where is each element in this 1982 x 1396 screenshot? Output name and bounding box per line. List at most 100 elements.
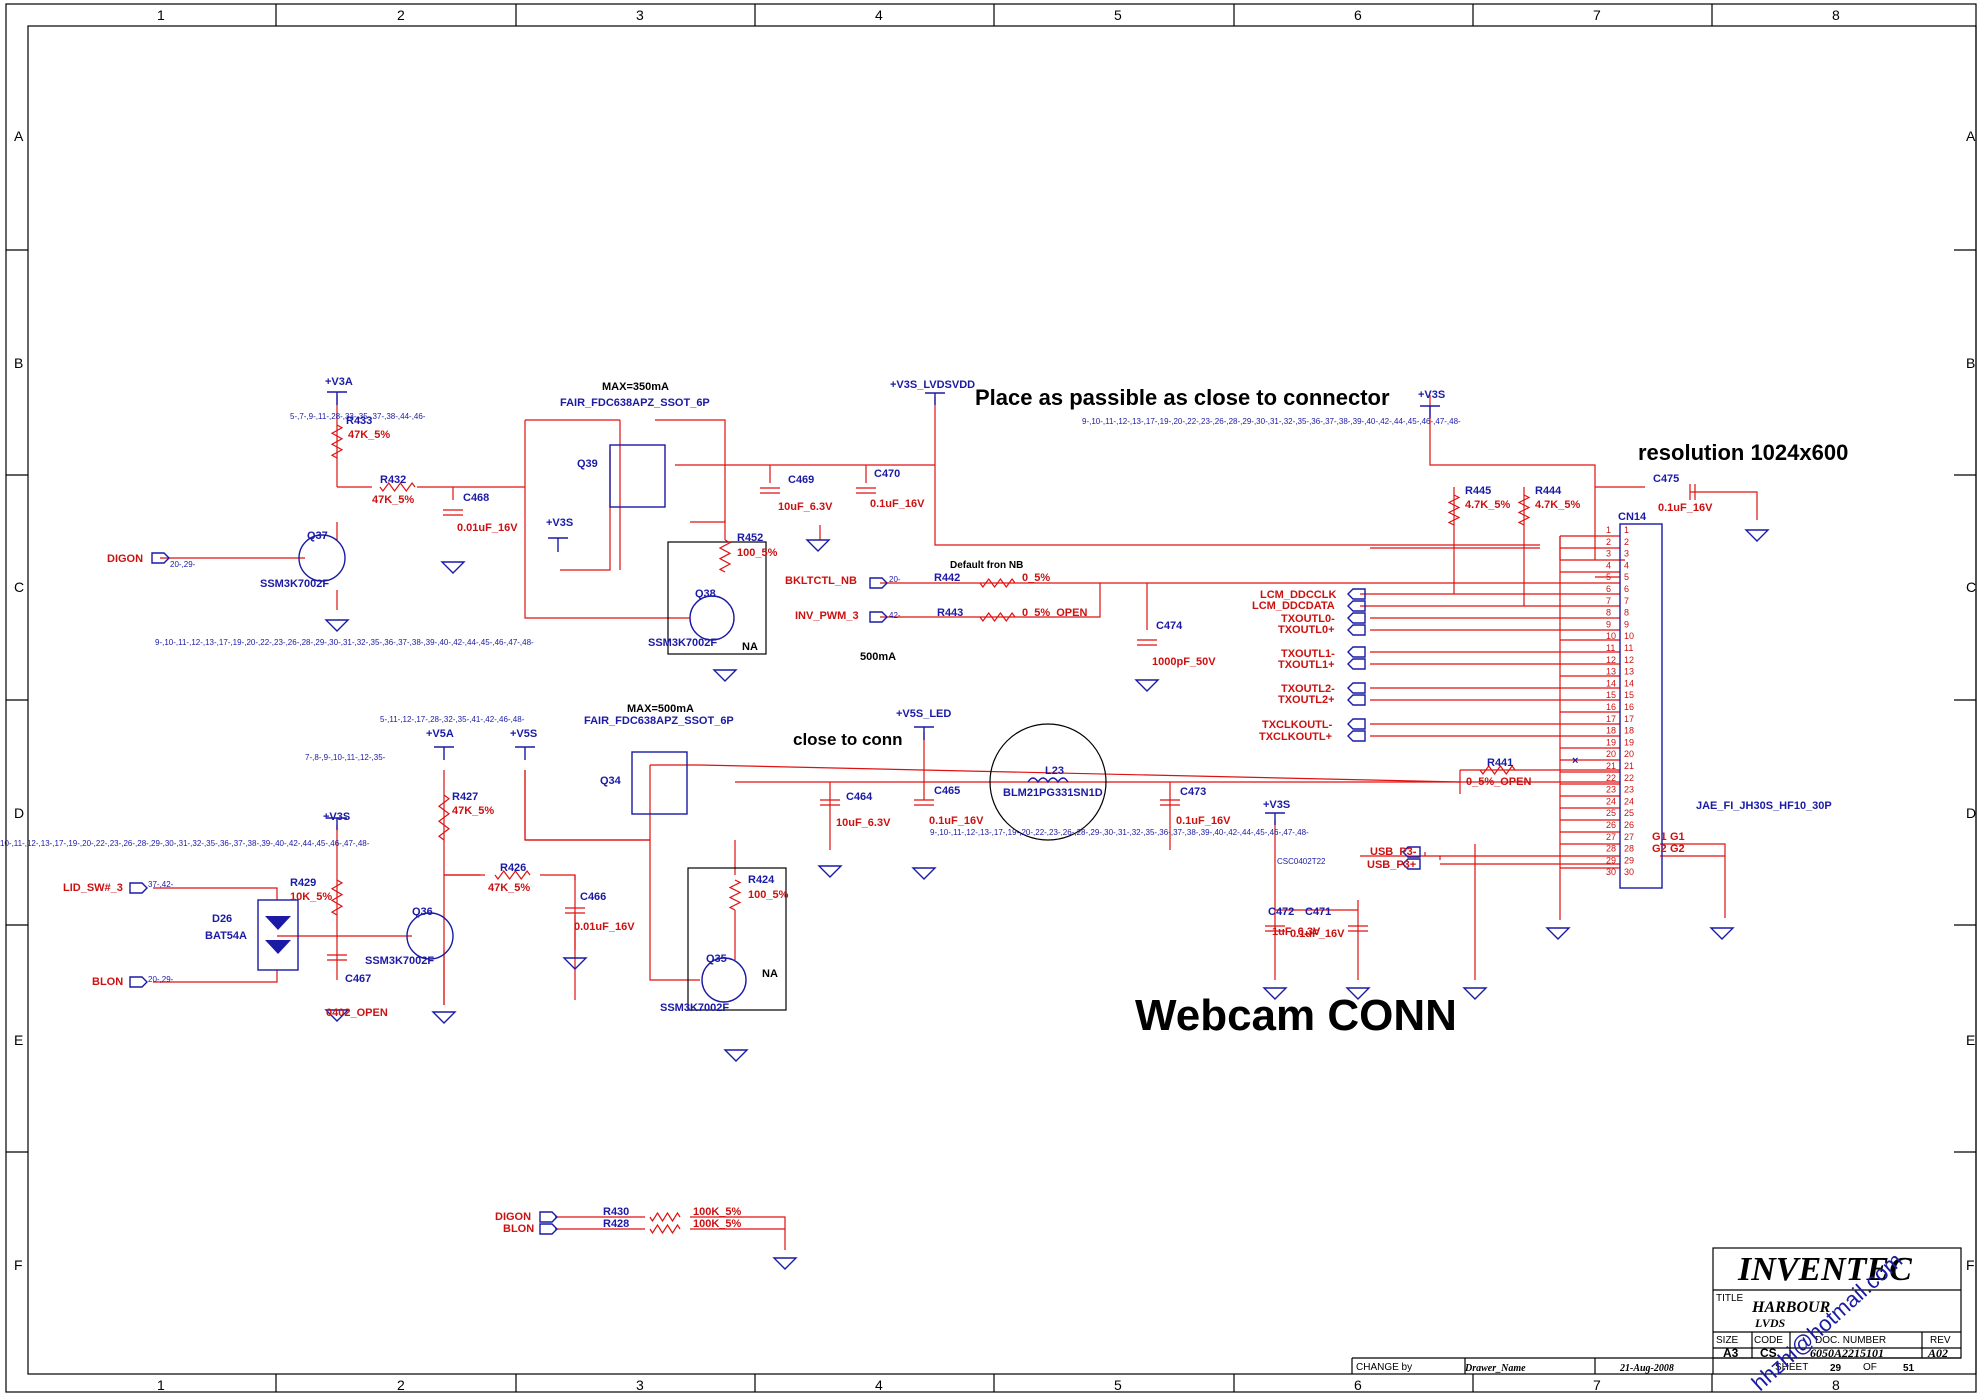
part-value: 4.7K_5% xyxy=(1535,499,1580,511)
part-value: 47K_5% xyxy=(372,494,414,506)
resistor-icon xyxy=(330,879,344,916)
ground-icon xyxy=(324,619,350,632)
cn14-pin-number: 5 xyxy=(1624,572,1629,582)
part-ref: R427 xyxy=(452,791,478,803)
drawer-value: Drawer_Name xyxy=(1464,1363,1526,1374)
size-label: SIZE xyxy=(1716,1335,1739,1346)
offpage-connector-icon xyxy=(1402,858,1421,870)
offpage-connector-icon xyxy=(1347,588,1366,600)
power-label: +V5A xyxy=(426,728,454,740)
row-label: F xyxy=(1966,1257,1975,1273)
q35-na-box xyxy=(687,867,787,1011)
col-label: 3 xyxy=(636,7,644,23)
part-value: 0.1uF_16V xyxy=(1176,815,1231,827)
offpage-connector-icon xyxy=(539,1223,558,1235)
resistor-icon xyxy=(438,794,450,841)
code-label: CODE xyxy=(1754,1335,1783,1346)
part-value: 10uF_6.3V xyxy=(778,501,833,513)
part-ref: Q34 xyxy=(600,775,622,787)
part-ref: C466 xyxy=(580,891,606,903)
power-pin-v5a xyxy=(434,746,454,760)
rev-label: REV xyxy=(1930,1335,1951,1346)
net-txclk-minus: TXCLKOUTL- xyxy=(1262,719,1333,731)
cn14-pin-number: 24 xyxy=(1606,796,1616,806)
cn14-pin-number: 29 xyxy=(1624,855,1634,865)
ground-icon xyxy=(1262,987,1288,1000)
xref: 42- xyxy=(889,611,901,620)
cn14-pin-number: 9 xyxy=(1624,619,1629,629)
note-500ma: 500mA xyxy=(860,651,896,663)
part-ref: R442 xyxy=(934,572,960,584)
part-ref: C465 xyxy=(934,785,960,797)
part-value: SSM3K7002F xyxy=(648,637,717,649)
sheet-value: 29 xyxy=(1830,1363,1842,1374)
part-ref: R426 xyxy=(500,862,526,874)
part-ref: C467 xyxy=(345,973,371,985)
col-label: 6 xyxy=(1354,7,1362,23)
diode-icon xyxy=(265,940,291,954)
cn14-pin-number: 21 xyxy=(1624,761,1634,771)
cn14-pin-number: 21 xyxy=(1606,761,1616,771)
cn14-pin-number: 27 xyxy=(1624,832,1634,842)
cn14-pin-number: 16 xyxy=(1606,702,1616,712)
cn14-pin-number: 14 xyxy=(1624,678,1634,688)
code-value: CS xyxy=(1760,1346,1777,1360)
part-ref: C471 xyxy=(1305,906,1331,918)
q38-symbol xyxy=(689,595,735,641)
cn14-pin-number: 12 xyxy=(1606,655,1616,665)
resistor-icon xyxy=(718,539,732,573)
offpage-connector-icon xyxy=(539,1211,558,1223)
cn14-pin-number: 1 xyxy=(1624,525,1629,535)
cn14-pin-g1: G1 xyxy=(1652,831,1667,843)
xref: 5-,11-,12-,17-,28-,32-,35-,41-,42-,46-,4… xyxy=(380,715,525,724)
offpage-connector-icon xyxy=(1347,646,1366,658)
col-label: 3 xyxy=(636,1377,644,1393)
col-label: 7 xyxy=(1593,1377,1601,1393)
q36-symbol xyxy=(406,912,454,960)
capacitor-icon xyxy=(1689,484,1696,500)
net-txoutl2-plus: TXOUTL2+ xyxy=(1278,694,1335,706)
col-label: 2 xyxy=(397,7,405,23)
cn14-pin-number: 11 xyxy=(1606,643,1615,653)
offpage-connector-icon xyxy=(1347,730,1366,742)
note-place-close: Place as passible as close to connector xyxy=(975,385,1390,410)
power-pin-lvdsvdd xyxy=(925,392,945,405)
cn14-pin-number: 4 xyxy=(1606,560,1611,570)
ground-icon xyxy=(772,1257,798,1270)
cn14-connector xyxy=(1619,523,1663,889)
column-ruler-bottom: 1 2 3 4 5 6 7 8 xyxy=(157,1377,1840,1393)
cn14-pin-number: 22 xyxy=(1606,773,1616,783)
cn14-pin-number: 17 xyxy=(1624,714,1634,724)
xref: 10-,11-,12-,13-,17-,19-,20-,22-,23-,26-,… xyxy=(0,839,370,848)
xref: 20-,29- xyxy=(148,975,174,984)
net-txoutl0-plus: TXOUTL0+ xyxy=(1278,624,1335,636)
power-label: +V3S xyxy=(1418,389,1445,401)
offpage-connector-icon xyxy=(1347,612,1366,624)
cn14-pin-number: 15 xyxy=(1606,690,1616,700)
part-value: 0.1uF_16V xyxy=(1658,502,1713,514)
part-ref: C475 xyxy=(1653,473,1679,485)
net-blon: BLON xyxy=(92,976,123,988)
offpage-connector-icon xyxy=(869,611,888,623)
part-value: 100_5% xyxy=(748,889,789,901)
company-logo-text: INVENTEC xyxy=(1737,1251,1912,1288)
resistor-icon xyxy=(330,424,344,459)
xref: 7-,8-,9-,10-,11-,12-,35- xyxy=(305,753,386,762)
col-label: 8 xyxy=(1832,1377,1840,1393)
part-ref: L23 xyxy=(1045,765,1064,777)
title-value: HARBOUR xyxy=(1751,1299,1831,1316)
cn14-pin-g2-outer: G2 xyxy=(1670,843,1685,855)
xref: 9-,10-,11-,12-,13-,17-,19-,20-,22-,23-,2… xyxy=(930,828,1309,837)
part-ref: C469 xyxy=(788,474,814,486)
part-value: 0.1uF_16V xyxy=(870,498,925,510)
part-value: 100_5% xyxy=(737,547,778,559)
cn14-pin-number: 10 xyxy=(1624,631,1634,641)
part-value: 0402_OPEN xyxy=(326,1007,388,1019)
power-label: +V3S xyxy=(546,517,573,529)
webcam-title: Webcam CONN xyxy=(1135,991,1457,1040)
power-pin-v3s-b xyxy=(1420,405,1440,418)
q39-symbol xyxy=(609,444,666,508)
cn14-pin-number: 13 xyxy=(1606,667,1616,677)
part-ref: C472 xyxy=(1268,906,1294,918)
